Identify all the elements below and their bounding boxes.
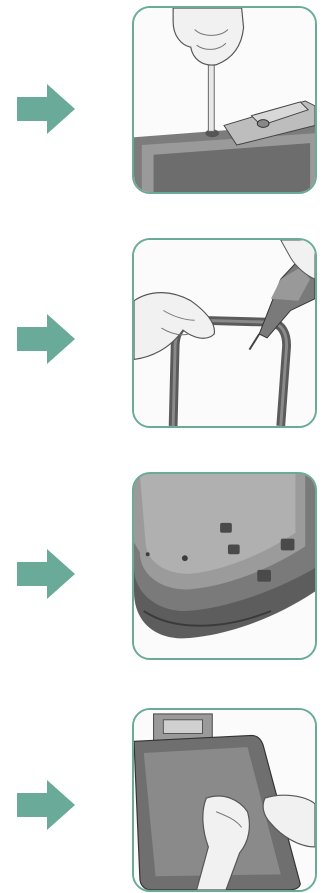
arrow-right-icon [17,780,75,830]
arrow-right-icon [17,84,75,134]
arrow-right-icon [17,549,75,599]
screwdriver-removing-screw-illustration [134,8,315,192]
illustration-panel-1 [132,6,317,194]
arrow-right-icon [17,314,75,364]
device-corner-closeup-illustration [134,474,315,658]
step-1 [0,0,324,200]
gasket-glue-application-illustration [134,240,315,426]
gasket-pressing-into-tray-illustration [134,710,315,890]
illustration-panel-4 [132,708,317,892]
step-4 [0,700,324,893]
illustration-panel-3 [132,472,317,660]
illustration-panel-2 [132,238,317,428]
step-2 [0,230,324,430]
step-3 [0,465,324,665]
